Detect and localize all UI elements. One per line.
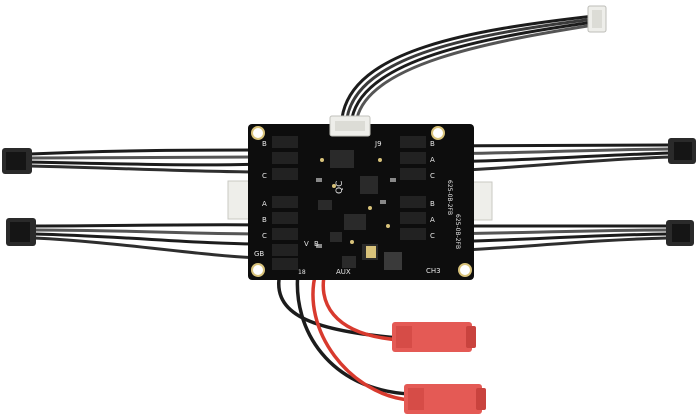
- label-right-c2: C: [430, 232, 435, 240]
- wire-power-black-2: [295, 270, 412, 396]
- label-bottom-v: V: [304, 240, 309, 248]
- wire-top-2: [345, 17, 596, 120]
- right-connector-column: [400, 136, 426, 240]
- label-left-b-top: B: [262, 140, 267, 148]
- wire-left-upper-4: [28, 164, 264, 174]
- mounting-hole-icon: [458, 263, 472, 277]
- left-connector-column: [272, 136, 298, 270]
- label-qc: QC: [335, 181, 345, 194]
- wire-left-upper-2: [28, 155, 264, 160]
- label-right-c: C: [430, 172, 435, 180]
- label-right-a2: A: [430, 216, 435, 224]
- label-ch3: CH3: [426, 267, 441, 275]
- pcb-board: J9 QC AUX CH3 GB 18 B C A B C B A C B A …: [227, 115, 493, 280]
- label-right-a: A: [430, 156, 435, 164]
- label-aux: AUX: [336, 268, 351, 276]
- jst-connector-left-lower: [6, 218, 36, 246]
- central-components: [316, 150, 402, 270]
- wire-left-lower-2: [32, 228, 264, 236]
- power-connector-lower: [404, 384, 486, 414]
- wire-left-upper-1: [28, 148, 264, 156]
- label-j9: J9: [374, 140, 382, 148]
- label-bottom-b: B: [314, 240, 319, 248]
- wire-top-3: [350, 20, 596, 120]
- gold-pad: [366, 246, 376, 258]
- wire-left-upper-3: [28, 160, 264, 167]
- wire-left-lower-1: [32, 223, 264, 228]
- power-connector-upper: [392, 322, 476, 352]
- jst-connector-right-upper: [668, 138, 696, 164]
- mounting-hole-icon: [251, 263, 265, 277]
- label-right-b2: B: [430, 200, 435, 208]
- label-left-c-bottom: C: [262, 232, 267, 240]
- label-left-b-bottom: B: [262, 216, 267, 224]
- wire-top-1: [340, 14, 596, 120]
- wire-left-lower-4: [32, 236, 264, 260]
- jst-connector-right-lower: [666, 220, 694, 246]
- wire-power-red-2: [311, 270, 412, 402]
- wire-power-red-1: [321, 270, 402, 342]
- jst-connector-left-upper: [2, 148, 32, 174]
- label-gb: GB: [254, 250, 264, 258]
- label-right-b: B: [430, 140, 435, 148]
- label-left-a: A: [262, 200, 267, 208]
- wire-top-4: [355, 23, 596, 120]
- jst-connector-top-right: [587, 5, 607, 33]
- label-left-c-top: C: [262, 172, 267, 180]
- wire-left-lower-3: [32, 232, 264, 246]
- label-code-2: 625-0B-2FB: [454, 214, 461, 249]
- label-code-1: 625-0B-2FB: [446, 180, 453, 215]
- label-18: 18: [298, 269, 306, 276]
- mounting-hole-icon: [251, 126, 265, 140]
- mounting-hole-icon: [431, 126, 445, 140]
- wire-harness: [28, 14, 672, 402]
